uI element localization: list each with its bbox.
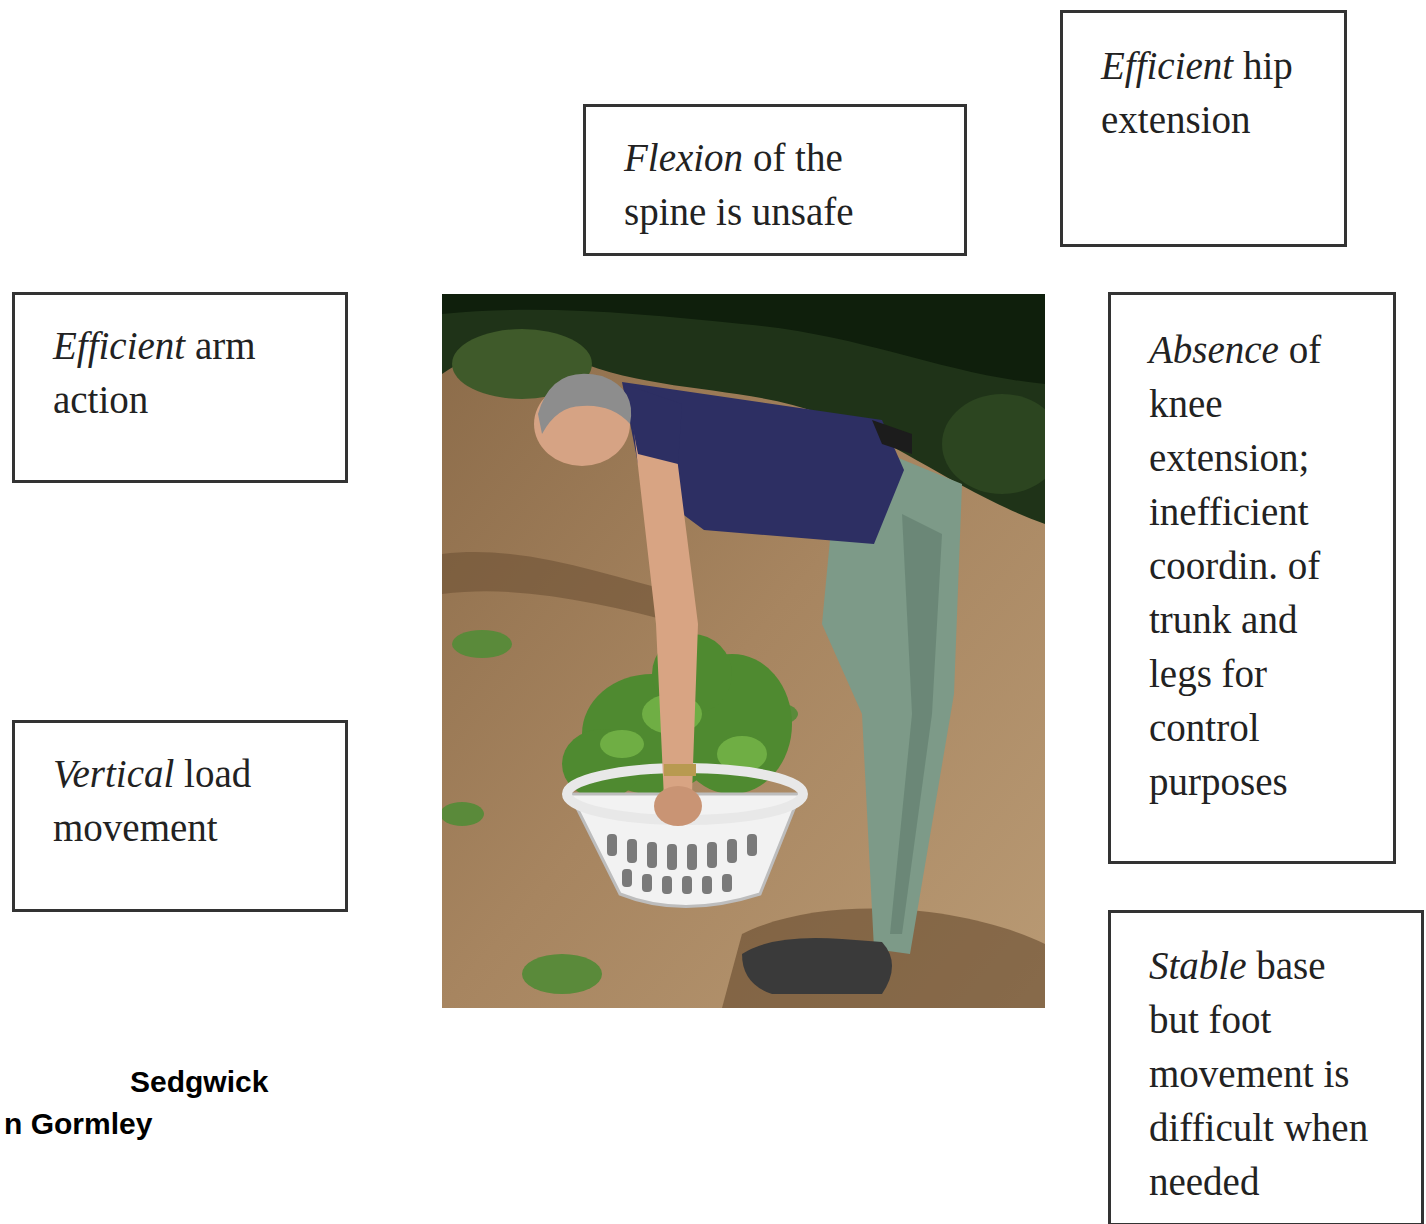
callout-box: Stable base but foot movement is difficu…	[1108, 910, 1424, 1224]
callout-text: Stable base but foot movement is difficu…	[1149, 939, 1379, 1209]
callout-box: Efficient hip extension	[1060, 10, 1347, 247]
callout-text: Flexion of the spine is unsafe	[624, 131, 924, 239]
callout-box: Flexion of the spine is unsafe	[583, 104, 967, 256]
callout-text: Efficient arm action	[53, 319, 268, 427]
photo-illustration	[442, 294, 1045, 1008]
callout-text: Vertical load movement	[53, 747, 313, 855]
callout-text: Absence of knee extension; inefficient c…	[1149, 323, 1354, 809]
credit-text: n Gormley	[4, 1106, 152, 1142]
callout-text: Efficient hip extension	[1101, 39, 1301, 147]
credit-text: Sedgwick	[130, 1064, 268, 1100]
callout-box: Absence of knee extension; inefficient c…	[1108, 292, 1396, 864]
callout-box: Vertical load movement	[12, 720, 348, 912]
callout-box: Efficient arm action	[12, 292, 348, 483]
